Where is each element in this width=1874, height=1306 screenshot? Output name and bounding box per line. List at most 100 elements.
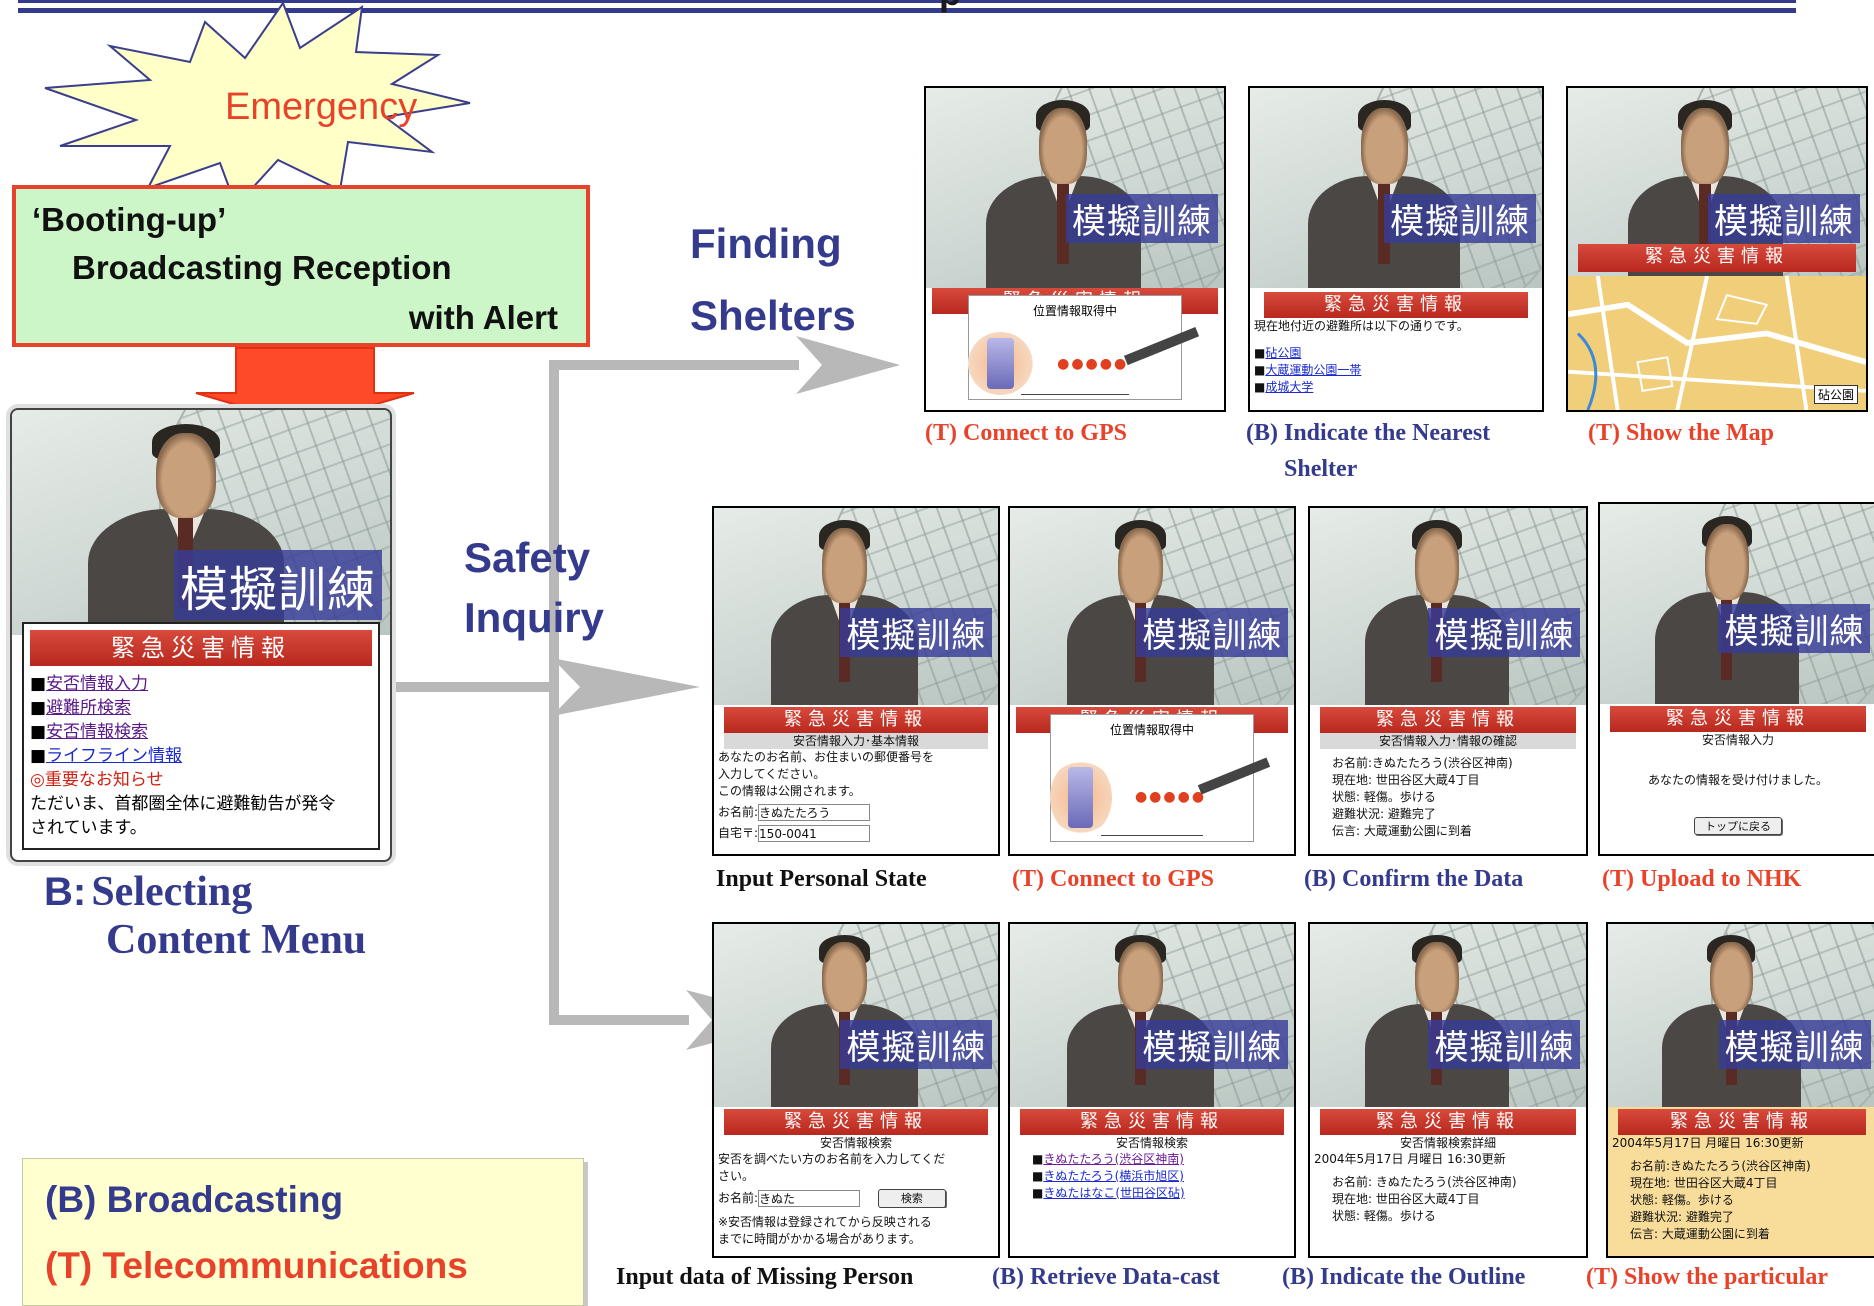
caption-row3-2: (B) Retrieve Data-cast (992, 1264, 1220, 1290)
info-line: お名前: きぬたたろう(渋谷区神南) (1332, 1174, 1517, 1189)
selecting-content-menu-caption: B: Selecting Content Menu (44, 868, 366, 964)
safety-line1: Safety (464, 534, 591, 581)
note-line: ※安否情報は登録されてから反映される (718, 1214, 932, 1229)
info-line: 入力してください。 (718, 767, 826, 782)
drill-overlay: 模擬訓練 (1718, 604, 1871, 653)
drill-overlay: 模擬訓練 (840, 608, 993, 657)
main-content-menu-screen: 模擬訓練 緊急災害情報 ■安否情報入力 ■避難所検索 ■安否情報検索 ■ライフラ… (10, 408, 392, 862)
drill-overlay: 模擬訓練 (1066, 194, 1219, 243)
menu-item-shelter-search[interactable]: ■避難所検索 (30, 698, 132, 718)
screen-subtitle: 安否情報検索 (1020, 1134, 1284, 1151)
row1-screen-connect-gps: 模擬訓練 緊急災害情報 位置情報取得中 ●●●●● (924, 86, 1226, 412)
caption-row1-2b: Shelter (1284, 456, 1358, 482)
caption-row1-3: (T) Show the Map (1588, 420, 1775, 446)
screen-subtitle: 安否情報検索詳細 (1320, 1134, 1576, 1151)
drill-overlay: 模擬訓練 (1708, 194, 1861, 243)
row3-screen-retrieve-datacast: 模擬訓練 緊急災害情報 安否情報検索 ■きぬたたろう(渋谷区神南) ■きぬたたろ… (1008, 922, 1296, 1258)
emergency-title-bar: 緊急災害情報 (724, 707, 988, 734)
drill-overlay: 模擬訓練 (1718, 1020, 1871, 1069)
search-button[interactable]: 検索 (877, 1188, 946, 1208)
emergency-title-bar: 緊急災害情報 (1618, 1108, 1866, 1135)
shelter-item[interactable]: ■砧公園 (1254, 345, 1302, 360)
name-field[interactable]: きぬたたろう (758, 804, 871, 822)
info-line: 伝言: 大蔵運動公園に到着 (1332, 824, 1472, 839)
emergency-title-bar: 緊急災害情報 (1020, 1108, 1284, 1135)
shelter-item[interactable]: ■大蔵運動公園一帯 (1254, 362, 1362, 377)
drill-overlay: 模擬訓練 (1428, 1020, 1581, 1069)
info-line: お名前:きぬたたろう(渋谷区神南) (1332, 756, 1513, 771)
menu-item-safety-search[interactable]: ■安否情報検索 (30, 722, 149, 742)
row3-screen-show-particular: 模擬訓練 緊急災害情報 2004年5月17日 月曜日 16:30更新 お名前:き… (1606, 922, 1874, 1258)
drill-overlay: 模擬訓練 (173, 550, 382, 620)
caption-line2: Content Menu (106, 917, 367, 963)
info-line: 状態: 軽傷。歩ける (1332, 1208, 1436, 1223)
caption-row2-2: (T) Connect to GPS (1012, 866, 1214, 892)
drill-overlay: 模擬訓練 (1136, 608, 1289, 657)
drill-overlay: 模擬訓練 (840, 1020, 993, 1069)
info-line: さい。 (718, 1168, 755, 1183)
info-line: 現在地: 世田谷区大蔵4丁目 (1630, 1175, 1778, 1190)
info-line: 状態: 軽傷。歩ける (1630, 1192, 1734, 1207)
drill-overlay: 模擬訓練 (1428, 608, 1581, 657)
info-line: 伝言: 大蔵運動公園に到着 (1630, 1226, 1770, 1241)
booting-up-box: ‘Booting-up’ Broadcasting Reception with… (12, 185, 590, 347)
emergency-label: Emergency (225, 86, 418, 128)
emergency-title-bar: 緊急災害情報 (1320, 707, 1576, 734)
emergency-title-bar: 緊急災害情報 (1264, 291, 1528, 318)
page-title-fragment: p (800, 0, 1100, 13)
caption-row2-4: (T) Upload to NHK (1602, 866, 1802, 892)
caption-row2-1: Input Personal State (716, 866, 927, 892)
row3-screen-input-missing: 模擬訓練 緊急災害情報 安否情報検索 安否を調べたい方のお名前を入力してくだ さ… (712, 922, 1000, 1258)
info-line: あなたのお名前、お住まいの郵便番号を (718, 750, 935, 765)
update-date: 2004年5月17日 月曜日 16:30更新 (1612, 1135, 1804, 1150)
legend-box: (B) Broadcasting (T) Telecommunications (22, 1158, 584, 1306)
shelter-item[interactable]: ■成城大学 (1254, 379, 1314, 394)
row2-screen-connect-gps: 模擬訓練 緊急災害情報 位置情報取得中 ●●●●● (1008, 506, 1296, 856)
result-item[interactable]: ■きぬたたろう(渋谷区神南) (1032, 1151, 1184, 1166)
note-line: までに時間がかかる場合があります。 (718, 1231, 921, 1246)
emergency-title-bar: 緊急災害情報 (1320, 1108, 1576, 1135)
result-item[interactable]: ■きぬたたろう(横浜市旭区) (1032, 1168, 1184, 1183)
menu-item-lifeline[interactable]: ■ライフライン情報 (30, 746, 183, 766)
notice-line1: ただいま、首都圏全体に避難勧告が発令 (30, 794, 336, 814)
row2-screen-input-personal: 模擬訓練 緊急災害情報 安否情報入力･基本情報 あなたのお名前、お住まいの郵便番… (712, 506, 1000, 856)
row1-screen-nearest-shelter: 模擬訓練 緊急災害情報 現在地付近の避難所は以下の通りです。 ■砧公園 ■大蔵運… (1248, 86, 1544, 412)
drill-overlay: 模擬訓練 (1136, 1020, 1289, 1069)
screen-subtitle: 安否情報入力･情報の確認 (1320, 733, 1576, 750)
legend-broadcasting: (B) Broadcasting (45, 1179, 344, 1220)
map-label: 砧公園 (1813, 385, 1858, 404)
safety-inquiry-label: Safety Inquiry (464, 528, 604, 648)
info-line: 安否を調べたい方のお名前を入力してくだ (718, 1151, 946, 1166)
caption-row1-2a: (B) Indicate the Nearest (1246, 420, 1491, 446)
info-line: 現在地: 世田谷区大蔵4丁目 (1332, 1191, 1480, 1206)
emergency-title-bar: 緊急災害情報 (1610, 705, 1866, 732)
phone-icon (1049, 758, 1113, 837)
zip-field[interactable]: 150-0041 (758, 825, 871, 843)
zip-label: 自宅〒: (718, 826, 759, 841)
top-rule (18, 0, 1796, 16)
caption-row1-1: (T) Connect to GPS (925, 420, 1127, 446)
menu-item-safety-input[interactable]: ■安否情報入力 (30, 674, 149, 694)
info-line: お名前:きぬたたろう(渋谷区神南) (1630, 1158, 1811, 1173)
gps-status-text: 位置情報取得中 (1032, 303, 1117, 318)
phone-icon (967, 331, 1034, 396)
booting-line3: with Alert (408, 299, 558, 336)
legend-telecom: (T) Telecommunications (45, 1245, 468, 1286)
signal-dots-icon: ●●●●● (1057, 356, 1129, 373)
name-label: お名前: (718, 1190, 759, 1205)
emergency-starburst (44, 0, 471, 208)
screen-subtitle: 安否情報検索 (724, 1134, 988, 1151)
emergency-title-bar: 緊急災害情報 (724, 1108, 988, 1135)
caption-row3-1: Input data of Missing Person (616, 1264, 914, 1290)
search-name-field[interactable]: きぬた (758, 1189, 861, 1207)
caption-line1: Selecting (91, 869, 253, 915)
menu-panel: 緊急災害情報 ■安否情報入力 ■避難所検索 ■安否情報検索 ■ライフライン情報 … (22, 622, 380, 850)
finding-line1: Finding (690, 220, 842, 267)
result-item[interactable]: ■きぬたはなこ(世田谷区砧) (1032, 1185, 1185, 1200)
drill-overlay: 模擬訓練 (1384, 194, 1537, 243)
shelter-map: 砧公園 (1568, 276, 1866, 410)
signal-dots-icon: ●●●●● (1134, 788, 1207, 805)
back-to-top-button[interactable]: トップに戻る (1694, 816, 1782, 835)
finding-shelters-label: Finding Shelters (690, 208, 856, 352)
caption-prefix: B: (44, 870, 87, 914)
